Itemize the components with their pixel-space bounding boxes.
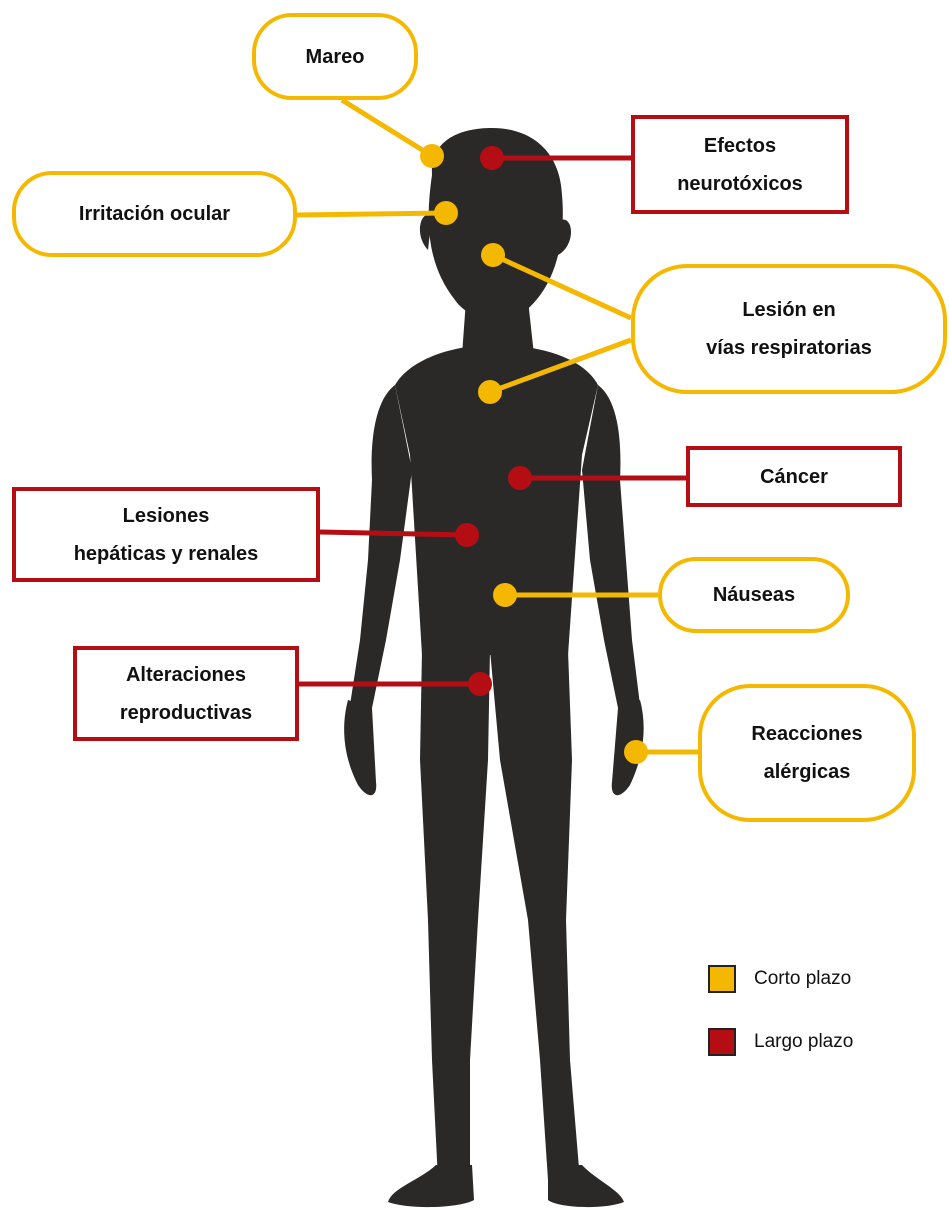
- figure-leg-right: [490, 650, 580, 1180]
- marker-vias-upper: [481, 243, 505, 267]
- marker-irritacion: [434, 201, 458, 225]
- legend-label-long: Largo plazo: [754, 1031, 853, 1053]
- marker-lesiones: [455, 523, 479, 547]
- legend-label-short: Corto plazo: [754, 968, 851, 990]
- legend-swatch-short: [708, 965, 736, 993]
- marker-alteraciones: [468, 672, 492, 696]
- label-irritacion-ocular: Irritación ocular: [12, 171, 297, 257]
- legend-short-term: Corto plazo: [708, 965, 851, 993]
- label-efectos-neurotoxicos: Efectos neurotóxicos: [631, 115, 849, 214]
- connector-irritacion: [297, 213, 446, 215]
- label-nauseas: Náuseas: [658, 557, 850, 633]
- marker-nauseas: [493, 583, 517, 607]
- label-lesiones-hepaticas-renales: Lesiones hepáticas y renales: [12, 487, 320, 582]
- connector-lesiones: [320, 532, 467, 535]
- figure-arm-left: [350, 385, 412, 708]
- figure-hand-left: [344, 700, 376, 795]
- label-mareo: Mareo: [252, 13, 418, 100]
- label-lesion-vias-respiratorias: Lesión en vías respiratorias: [631, 264, 947, 394]
- human-figure: [344, 128, 643, 1207]
- legend-long-term: Largo plazo: [708, 1028, 853, 1056]
- legend-swatch-long: [708, 1028, 736, 1056]
- marker-vias-lower: [478, 380, 502, 404]
- label-reacciones-alergicas: Reacciones alérgicas: [698, 684, 916, 822]
- figure-shoe-right: [548, 1165, 624, 1207]
- label-cancer: Cáncer: [686, 446, 902, 507]
- marker-mareo: [420, 144, 444, 168]
- label-alteraciones-reproductivas: Alteraciones reproductivas: [73, 646, 299, 741]
- figure-shoe-left: [388, 1165, 474, 1207]
- marker-efectos: [480, 146, 504, 170]
- marker-reacciones: [624, 740, 648, 764]
- marker-cancer: [508, 466, 532, 490]
- figure-ear-right: [558, 219, 571, 255]
- connector-mareo: [342, 100, 432, 156]
- figure-leg-left: [420, 650, 490, 1180]
- figure-arm-right: [582, 385, 640, 708]
